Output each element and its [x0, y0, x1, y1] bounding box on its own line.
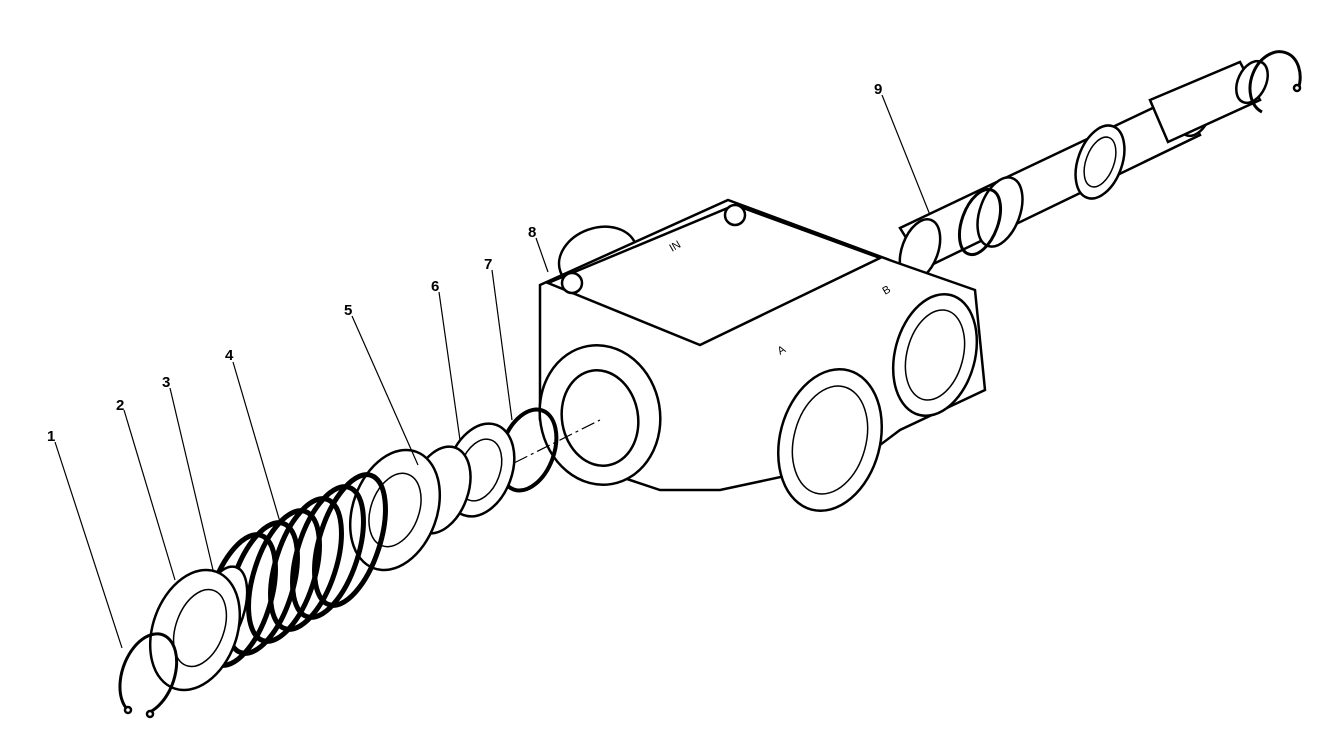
- part-8-valve-body: IN A B: [538, 198, 987, 512]
- callout-7: 7: [484, 256, 492, 273]
- part-2-washer: [148, 568, 242, 692]
- callout-6: 6: [431, 278, 439, 295]
- callout-4: 4: [225, 347, 234, 364]
- callout-5: 5: [344, 302, 352, 319]
- callout-2: 2: [116, 397, 124, 414]
- callouts: 1 2 3 4 5 6 7 8 9: [47, 81, 931, 649]
- callout-1: 1: [47, 428, 55, 445]
- callout-8: 8: [528, 224, 536, 241]
- marking-in: IN: [668, 239, 684, 255]
- callout-3: 3: [162, 374, 170, 391]
- part-circlip-rear: [1248, 50, 1302, 114]
- part-9-spool: [898, 59, 1269, 282]
- callout-9: 9: [874, 81, 882, 98]
- part-5-washer: [348, 445, 472, 572]
- part-1-circlip: [118, 632, 179, 719]
